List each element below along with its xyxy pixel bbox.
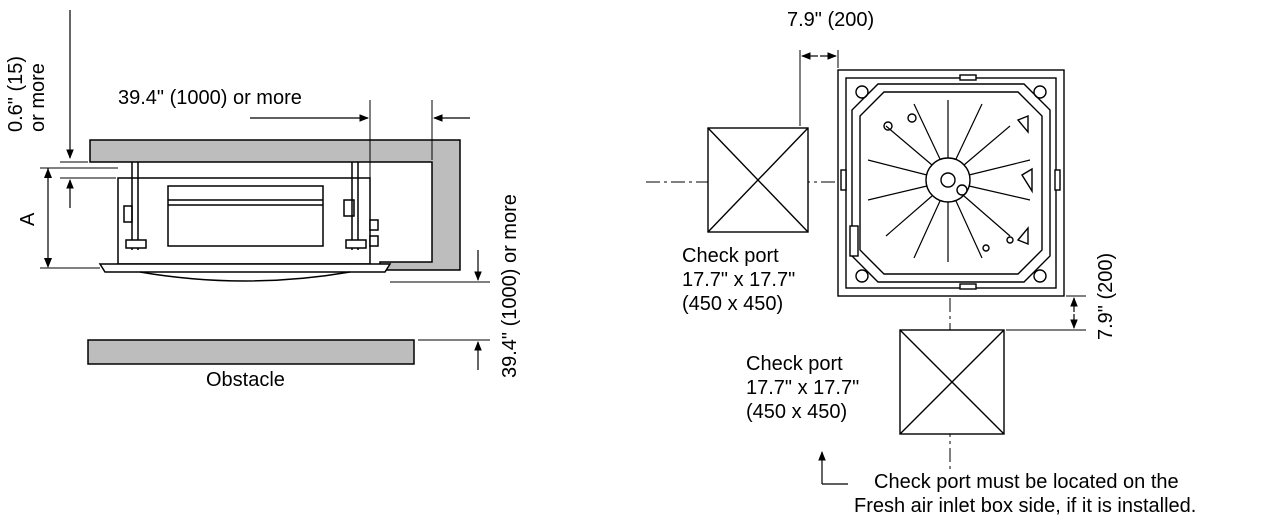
check-port-left-line3: (450 x 450) xyxy=(682,293,783,315)
check-port-bottom xyxy=(899,329,1005,435)
indoor-unit-side xyxy=(98,162,392,282)
top-clearance-value: 0.6" (15) xyxy=(5,56,27,132)
gap-top-label: 7.9" (200) xyxy=(787,9,874,31)
floor-obstacle xyxy=(87,339,415,365)
check-port-bottom-line3: (450 x 450) xyxy=(746,401,847,423)
check-port-bottom-line2: 17.7" x 17.7" xyxy=(746,377,859,399)
check-port-bottom-line1: Check port xyxy=(746,353,843,375)
note-line2: Fresh air inlet box side, if it is insta… xyxy=(854,495,1196,517)
side-clearance-label: 39.4" (1000) or more xyxy=(118,87,302,109)
obstacle-label: Obstacle xyxy=(206,369,285,391)
check-port-left-line2: 17.7" x 17.7" xyxy=(682,269,795,291)
top-clearance-suffix: or more xyxy=(27,63,49,132)
height-a-label: A xyxy=(17,212,39,226)
check-port-left xyxy=(707,127,809,233)
side-view xyxy=(40,10,490,370)
ceiling-obstacle xyxy=(89,139,461,271)
bottom-clearance-label: 39.4" (1000) or more xyxy=(499,194,521,378)
indoor-unit-top xyxy=(837,69,1065,297)
gap-right-label: 7.9" (200) xyxy=(1095,253,1117,340)
note-line1: Check port must be located on the xyxy=(874,471,1179,493)
check-port-left-line1: Check port xyxy=(682,245,779,267)
top-view xyxy=(646,50,1086,485)
